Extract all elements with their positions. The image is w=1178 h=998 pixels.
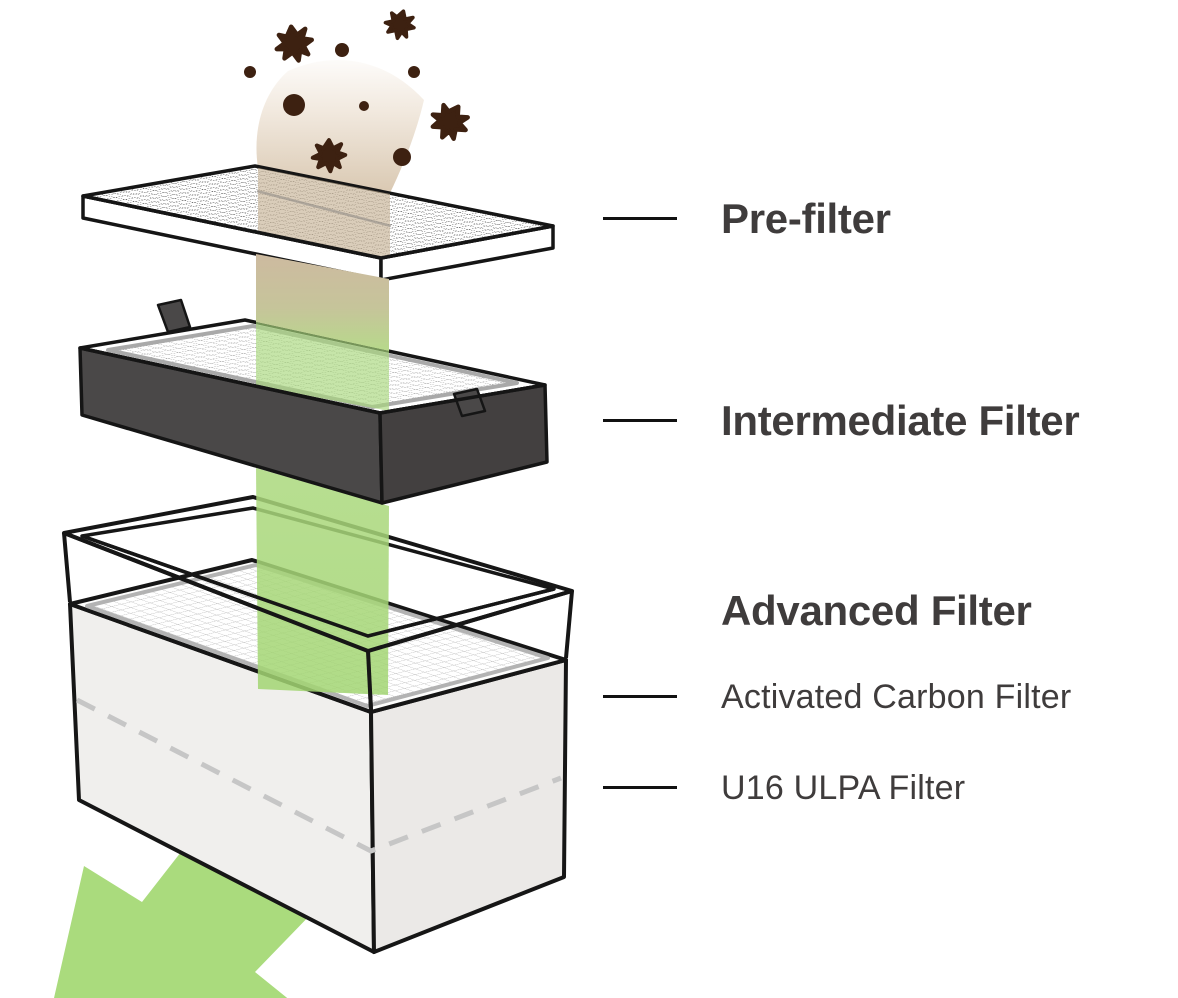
germ-particle-icon xyxy=(425,98,473,146)
airflow-ribbon-top xyxy=(256,59,424,193)
leader-line-activated-carbon xyxy=(603,695,677,698)
airflow-band-middle xyxy=(79,254,546,415)
airflow-band-on-prefilter xyxy=(82,168,554,260)
u16-ulpa-filter-label: U16 ULPA Filter xyxy=(721,769,966,807)
dust-dot-icon xyxy=(335,43,349,57)
leader-line-pre-filter xyxy=(603,217,677,220)
dust-dot-icon xyxy=(359,101,369,111)
dust-dot-icon xyxy=(244,66,256,78)
filter-pull-tab xyxy=(156,298,192,334)
dust-dot-icon xyxy=(408,66,420,78)
airflow-band-lower xyxy=(63,468,573,711)
dust-dot-icon xyxy=(393,148,411,166)
carbon-ulpa-divider-dashed-line xyxy=(75,697,562,854)
leader-line-ulpa xyxy=(603,786,677,789)
intermediate-filter-label: Intermediate Filter xyxy=(721,397,1080,444)
germ-particle-icon xyxy=(273,24,314,64)
dust-dot-icon xyxy=(283,94,305,116)
activated-carbon-filter-label: Activated Carbon Filter xyxy=(721,678,1072,716)
dust-particles xyxy=(244,5,474,172)
germ-particle-icon xyxy=(313,140,345,171)
leader-line-intermediate-filter xyxy=(603,419,677,422)
pre-filter-label: Pre-filter xyxy=(721,195,891,242)
advanced-filter-label: Advanced Filter xyxy=(721,587,1032,634)
germ-particle-icon xyxy=(380,5,420,44)
